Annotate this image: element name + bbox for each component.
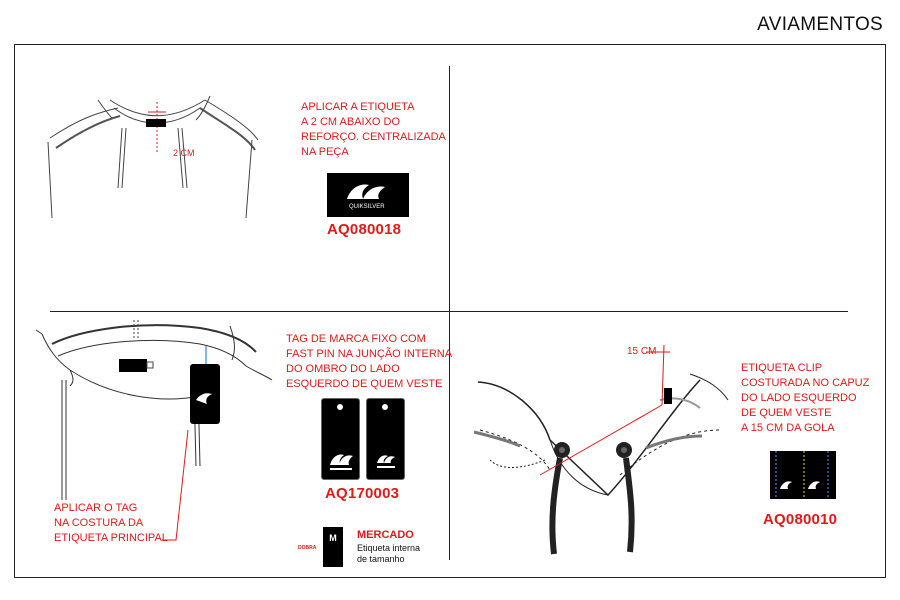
- quiksilver-logo-icon: [775, 451, 829, 499]
- main-label-mark: [119, 359, 147, 372]
- quiksilver-logo-icon: QUIKSILVER: [347, 184, 385, 210]
- instruction-bottom-right: ETIQUETA CLIP COSTURADA NO CAPUZ DO LADO…: [741, 362, 870, 434]
- measure-15cm: 15 CM: [627, 346, 657, 357]
- hoodie-neck-illustration-top: [47, 95, 259, 219]
- hood-illustration: [473, 344, 729, 555]
- code-aq080018: AQ080018: [327, 221, 402, 238]
- horizontal-divider: [50, 311, 848, 312]
- note-apply-tag: APLICAR O TAG NA COSTURA DA ETIQUETA PRI…: [54, 502, 168, 544]
- clip-label-mark: [664, 388, 672, 404]
- clip-label-aq080010: [770, 451, 836, 499]
- hang-tag-back: [366, 398, 405, 480]
- hang-tag-front: [321, 398, 360, 480]
- quiksilver-logo-icon: [330, 454, 353, 470]
- fold-note: DOBRA: [298, 545, 317, 551]
- page-title: AVIAMENTOS: [757, 14, 883, 35]
- size-label-description: Etiqueta interna de tamanho: [357, 543, 421, 564]
- svg-text:QUIKSILVER: QUIKSILVER: [349, 204, 385, 210]
- instruction-bottom-left: TAG DE MARCA FIXO COM FAST PIN NA JUNÇÃO…: [286, 333, 453, 390]
- vertical-divider: [449, 66, 450, 560]
- sheet-frame: [14, 44, 886, 578]
- neck-label-mark: [146, 119, 166, 127]
- code-aq080010: AQ080010: [763, 511, 838, 528]
- code-aq170003: AQ170003: [325, 485, 400, 502]
- instruction-top-left: APLICAR A ETIQUETA A 2 CM ABAIXO DO REFO…: [301, 101, 446, 158]
- measure-2cm: 2 CM: [173, 148, 195, 158]
- market-heading: MERCADO: [357, 529, 414, 541]
- size-label-m: M: [323, 527, 343, 567]
- brand-label-aq080018: QUIKSILVER: [327, 173, 409, 217]
- quiksilver-logo-icon: [377, 455, 395, 468]
- hoodie-back-illustration: [35, 320, 273, 541]
